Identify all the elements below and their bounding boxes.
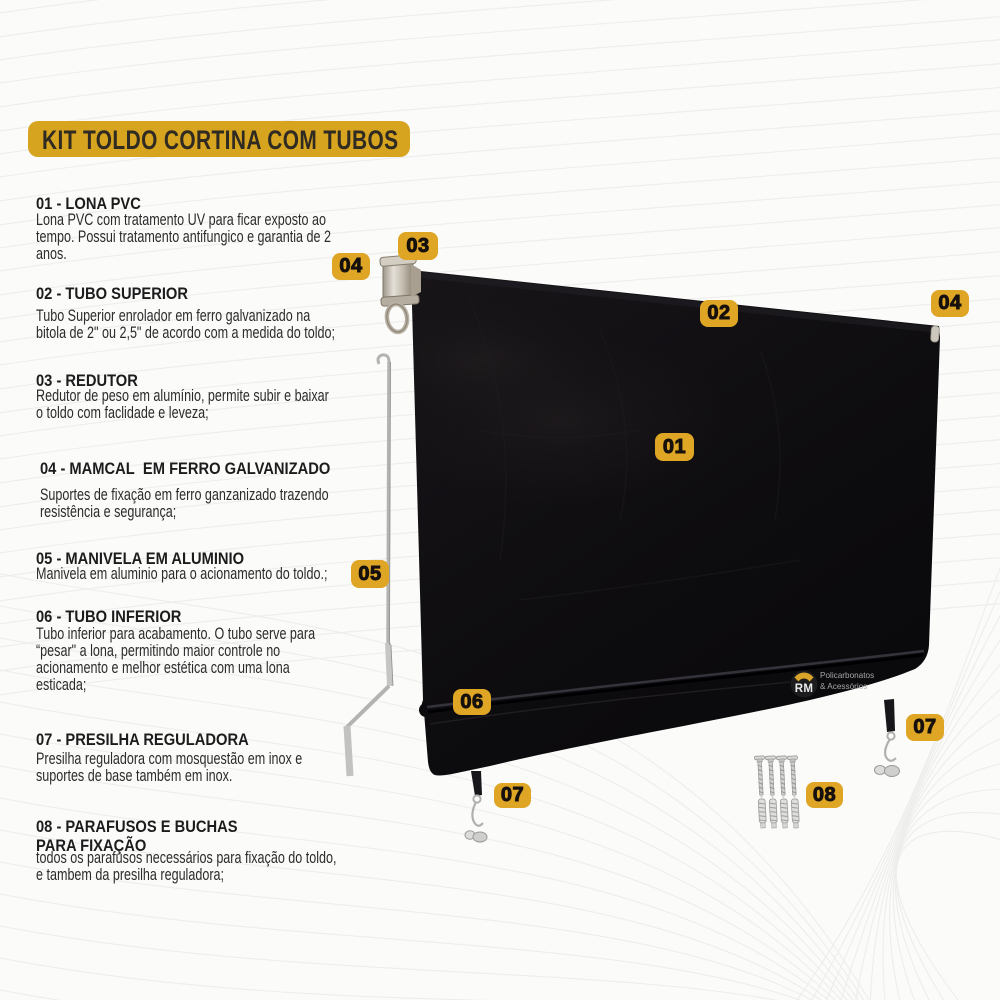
svg-text:RM: RM bbox=[795, 683, 814, 695]
svg-text:& Acessórios: & Acessórios bbox=[820, 682, 867, 691]
svg-text:Policarbonatos: Policarbonatos bbox=[820, 671, 874, 680]
